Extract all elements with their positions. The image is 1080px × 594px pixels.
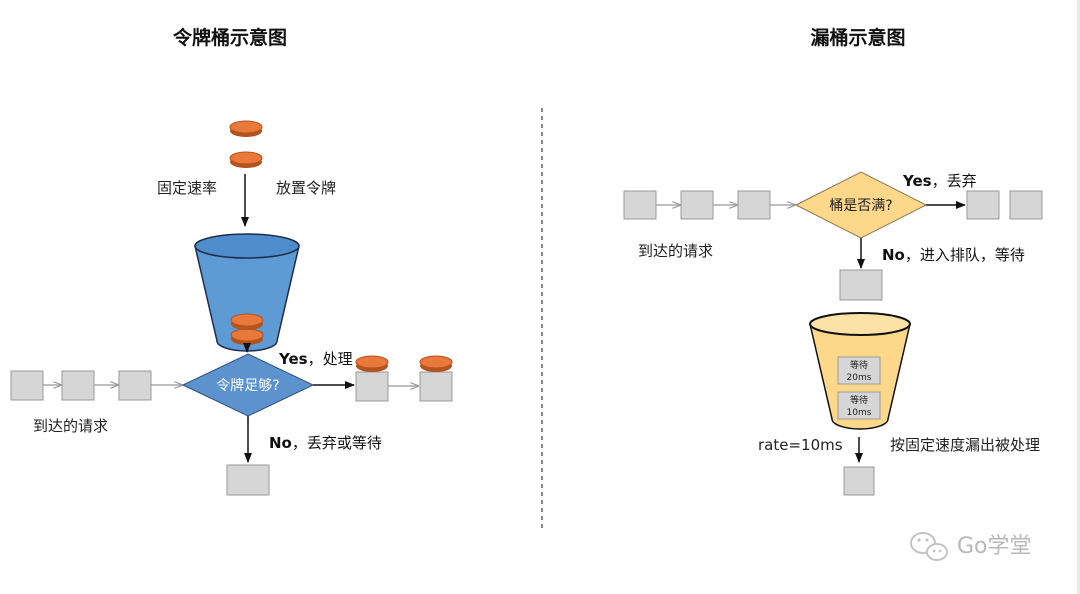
leaky-no-text: ，进入排队，等待 <box>905 246 1025 264</box>
leaky-yes-label: Yes，丢弃 <box>902 172 977 190</box>
token-request-box-3 <box>118 370 152 401</box>
right-edge-border <box>1077 0 1080 594</box>
processed-token-1 <box>355 355 389 372</box>
queue-item-1 <box>837 356 881 385</box>
processed-token-2 <box>419 355 453 372</box>
token-bucket <box>194 233 300 352</box>
leaky-discarded-box-2 <box>1009 190 1043 220</box>
token-no-word: No <box>269 434 292 452</box>
leaky-requests-label: 到达的请求 <box>638 242 713 260</box>
leaky-output-label: 按固定速度漏出被处理 <box>890 436 1040 454</box>
queue-item-1-time: 20ms <box>847 373 872 383</box>
leaky-no-label: No，进入排队，等待 <box>882 246 1025 264</box>
token-yes-text: ，处理 <box>308 350 353 368</box>
token-rejected-box <box>226 464 270 496</box>
leaky-decision-text: 桶是否满? <box>829 198 892 214</box>
leaky-request-box-3 <box>737 190 771 220</box>
leaky-yes-word: Yes <box>902 172 932 190</box>
leaky-processed-box <box>843 466 875 496</box>
leaky-discarded-box-1 <box>966 190 1000 220</box>
token-request-box-2 <box>61 370 95 401</box>
token-put-label: 放置令牌 <box>276 179 336 197</box>
bucket-token-upper <box>230 313 264 330</box>
token-no-text: ，丢弃或等待 <box>292 434 382 452</box>
falling-token-2 <box>229 151 263 168</box>
token-processed-box-2 <box>419 371 453 402</box>
leaky-request-box-1 <box>623 190 657 220</box>
watermark-text: Go学堂 <box>957 534 1032 559</box>
leaky-bucket-title: 漏桶示意图 <box>810 26 905 49</box>
queue-item-2 <box>837 391 881 420</box>
token-request-box-1 <box>10 370 44 401</box>
queue-item-2-label: 等待 <box>850 394 868 406</box>
leaky-no-word: No <box>882 246 905 264</box>
wechat-icon <box>910 532 948 561</box>
leaky-rate-label: rate=10ms <box>758 436 843 454</box>
leaky-queued-box <box>839 269 883 301</box>
token-bucket-title: 令牌桶示意图 <box>173 26 287 49</box>
queue-item-1-label: 等待 <box>850 359 868 371</box>
token-requests-label: 到达的请求 <box>33 417 108 435</box>
leaky-yes-text: ，丢弃 <box>932 172 977 190</box>
token-decision-text: 令牌足够? <box>216 377 279 394</box>
leaky-request-box-2 <box>680 190 714 220</box>
token-yes-label: Yes，处理 <box>278 350 353 368</box>
falling-token-1 <box>229 120 263 137</box>
token-processed-box-1 <box>355 371 389 402</box>
token-rate-label: 固定速率 <box>157 179 217 197</box>
token-yes-word: Yes <box>278 350 308 368</box>
bucket-token-lower <box>230 328 264 345</box>
token-no-label: No，丢弃或等待 <box>269 434 382 452</box>
queue-item-2-time: 10ms <box>847 408 872 418</box>
